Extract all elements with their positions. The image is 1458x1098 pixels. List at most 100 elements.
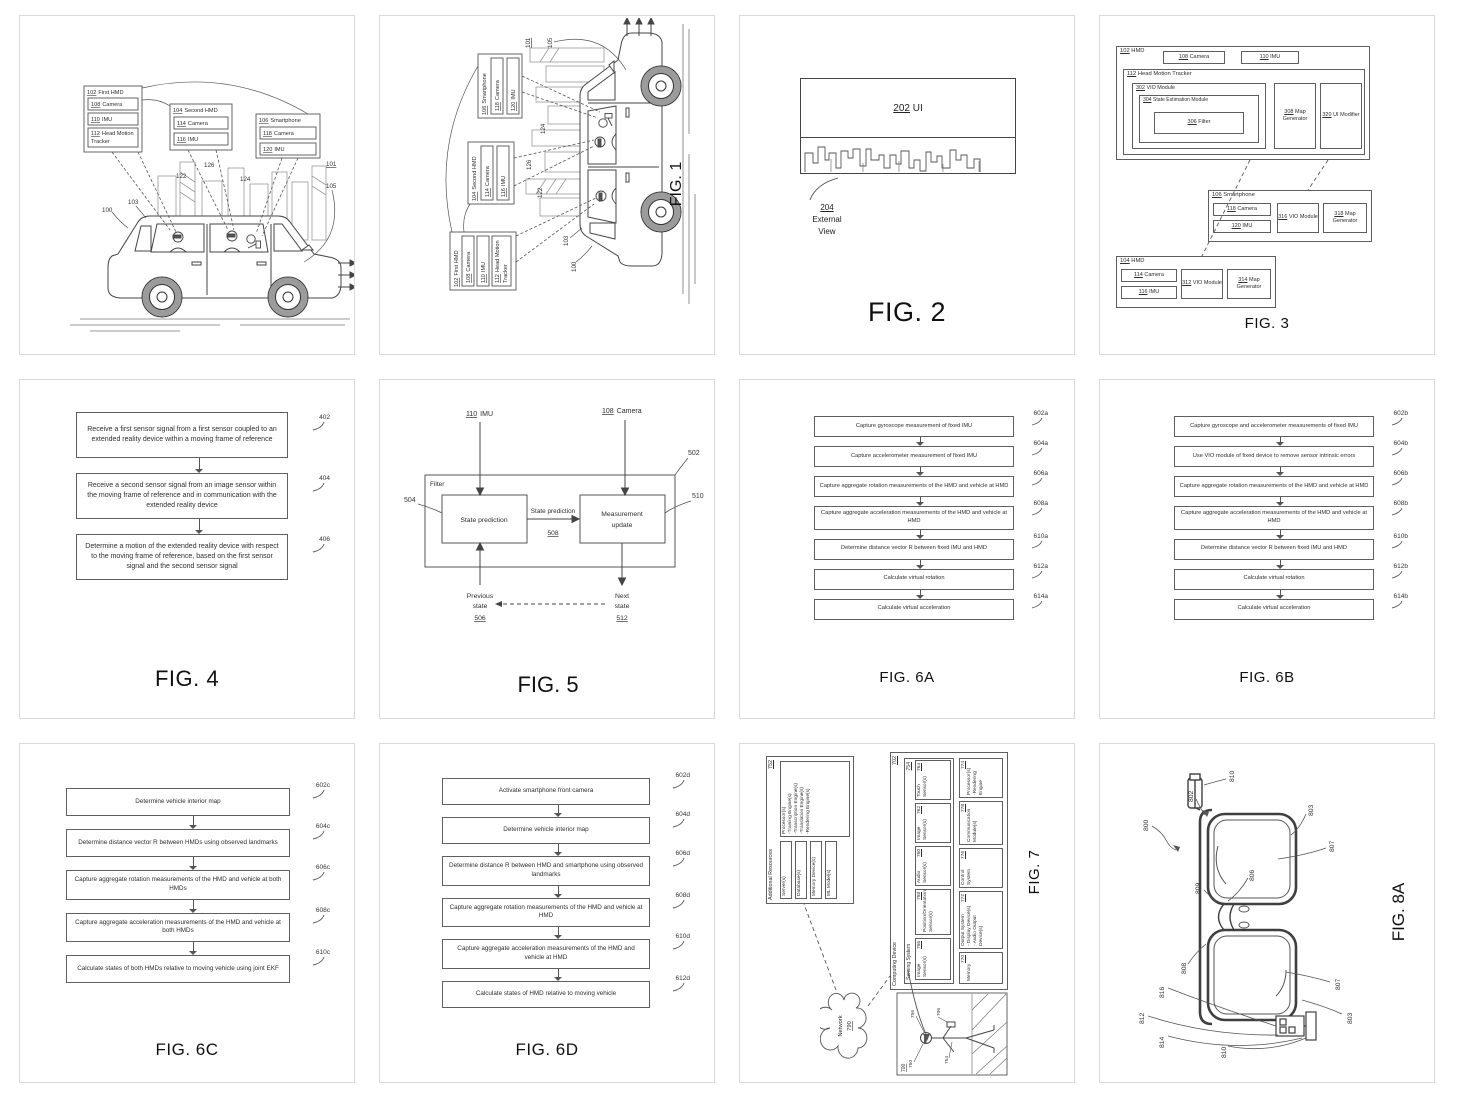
ref-num: 752 [768, 760, 774, 769]
fig7-network-cloud: Network 790 [820, 992, 868, 1059]
flow-step-box: Capture aggregate rotation measurements … [814, 476, 1014, 497]
fig2-skyline [804, 146, 981, 172]
svg-text:102First HMD: 102First HMD [87, 90, 124, 96]
connector-arcs [111, 81, 336, 263]
down-arrow-icon [554, 844, 562, 856]
rear-wheel [141, 276, 183, 318]
svg-text:118Camera: 118Camera [263, 131, 295, 137]
fig7-additional-resources-box: Additional Resources 752 Server(s) Datab… [766, 756, 854, 904]
fig5-sp-text: State prediction [460, 517, 507, 524]
callout-502: 502 [688, 450, 700, 457]
flow-step-box: Determine vehicle interior map [66, 788, 290, 816]
step-callout: 608a [1031, 500, 1048, 516]
callout-504: 504 [404, 497, 416, 504]
flow-step-box: Determine distance R between HMD and sma… [442, 856, 650, 886]
sheet-3-thumbnail[interactable]: 202 UI 204 External View FIG. 2 [739, 15, 1075, 355]
rear-wheel [640, 191, 682, 233]
flow-step-box: Determine distance vector R between HMDs… [66, 829, 290, 857]
callout-126: 126 [204, 162, 215, 169]
fig1-callouts: 100 103 122 126 124 101 105 [102, 161, 337, 214]
fig3-hmd2-mapgen: 314 Map Generator [1227, 269, 1271, 299]
step-callout: 602c [312, 782, 330, 799]
down-arrow-icon [554, 927, 562, 940]
callout-number: 612a [1033, 562, 1048, 570]
callout-number: 604b [1393, 440, 1408, 447]
fig3-mapgen-box: 308 Map Generator [1274, 83, 1316, 149]
flow-step-box: Receive a first sensor signal from a fir… [76, 412, 288, 458]
fig3-phone-vio: 316 VIO Module [1277, 203, 1319, 233]
down-arrow-icon [916, 467, 924, 476]
sheet-9-thumbnail[interactable]: Determine vehicle interior map 602c Dete… [19, 743, 355, 1083]
down-arrow-icon [1276, 589, 1284, 599]
car-body [107, 215, 342, 299]
fig4-flowchart: Receive a first sensor signal from a fir… [66, 412, 332, 580]
callout-105: 105 [547, 37, 554, 48]
fig2-external-view-label: 204 External View [782, 202, 872, 238]
fig8a-arrowheads [1173, 810, 1209, 852]
flow-step-box: Determine vehicle interior map [442, 817, 650, 844]
scene-callout-3: 706 [936, 1008, 942, 1016]
callout-807b: 807 [1335, 978, 1342, 990]
svg-text:102First HMD: 102First HMD [454, 250, 460, 287]
callout-814: 814 [1159, 1036, 1166, 1048]
callout-hook-icon [312, 871, 325, 881]
down-arrow-icon [195, 519, 203, 534]
flow-step-box: Calculate virtual acceleration [1174, 598, 1374, 620]
callout-number: 608c [315, 906, 330, 914]
fig5-prev1: Previous [467, 593, 494, 600]
callout-810b: 810 [1221, 1046, 1228, 1058]
callout-hook-icon [312, 830, 325, 840]
fig6c-caption: FIG. 6C [155, 1040, 219, 1059]
callout-126: 126 [526, 159, 533, 170]
svg-text:108Camera: 108Camera [466, 251, 472, 283]
scene-callout-4: 754 [944, 1056, 950, 1064]
sheet-4-thumbnail[interactable]: 102 HMD 108 Camera 110 IMU 112 Head Moti… [1099, 15, 1435, 355]
svg-text:104Second HMD: 104Second HMD [173, 108, 218, 114]
sheet-2-thumbnail[interactable]: 102First HMD 108Camera 110IMU 112Head Mo… [379, 15, 715, 355]
callout-101: 101 [525, 37, 532, 48]
flow-step-box: Activate smartphone front camera [442, 778, 650, 805]
sheet-12-thumbnail[interactable]: 800 802 810 803 807 806 809 808 816 812 … [1099, 743, 1435, 1083]
sheet-8-thumbnail[interactable]: Capture gyroscope and accelerometer meas… [1099, 379, 1435, 719]
fig6d-caption: FIG. 6D [515, 1040, 579, 1059]
flow-step: Calculate states of HMD relative to movi… [424, 968, 692, 1008]
callout-816: 816 [1159, 986, 1166, 998]
svg-text:116IMU: 116IMU [177, 137, 198, 143]
svg-text:112Head Motion: 112Head Motion [495, 240, 501, 283]
callout-hook-icon [1391, 447, 1403, 456]
sheet-7-thumbnail[interactable]: Capture gyroscope measurement of fixed I… [739, 379, 1075, 719]
ui-label: UI [912, 102, 923, 114]
label-box-first-hmd [83, 85, 143, 153]
svg-text:120IMU: 120IMU [511, 89, 517, 111]
label-box-smartphone [477, 53, 523, 119]
sheet-5-thumbnail[interactable]: Receive a first sensor signal from a fir… [19, 379, 355, 719]
callout-number: 608b [1393, 500, 1408, 507]
fig1-drawing: 102First HMD 108Camera 110IMU 112Head Mo… [445, 18, 696, 304]
step-callout: 606b [1391, 470, 1408, 486]
down-arrow-icon [189, 942, 197, 956]
fig3-hmt-box: 112 Head Motion Tracker 302 VIO Module 3… [1123, 69, 1365, 155]
callout-124: 124 [240, 176, 251, 183]
flow-step-box: Capture aggregate rotation measurements … [442, 897, 650, 928]
callout-number: 610c [315, 949, 330, 957]
callout-807: 807 [1329, 840, 1336, 852]
label-box-smartphone-text: 106Smartphone 118Camera 120IMU [482, 73, 517, 115]
step-callout: 612d [672, 975, 690, 992]
scene-callout-1: 750 [908, 1060, 914, 1068]
callout-number: 604c [315, 823, 330, 830]
callout-number: 604d [675, 811, 690, 818]
flow-step-box: Capture aggregate acceleration measureme… [814, 506, 1014, 530]
step-callout: 406 [312, 536, 330, 553]
flow-step-box: Determine distance vector R between fixe… [814, 538, 1014, 560]
svg-text:116IMU: 116IMU [501, 176, 507, 197]
down-arrow-icon [1276, 467, 1284, 476]
car-body [579, 32, 663, 267]
sheet-11-thumbnail[interactable]: Additional Resources 752 Server(s) Datab… [739, 743, 1075, 1083]
sheet-10-thumbnail[interactable]: Activate smartphone front camera 602d De… [379, 743, 715, 1083]
callout-number: 606a [1033, 470, 1048, 477]
